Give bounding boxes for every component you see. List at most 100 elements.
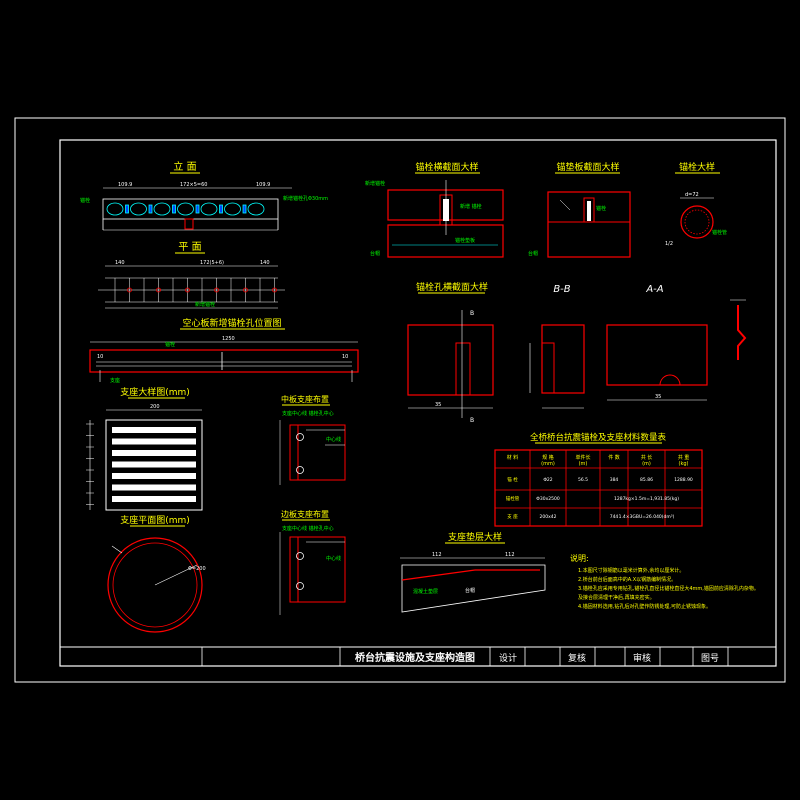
pier-top-title: 锚垫板截面大样 bbox=[556, 161, 619, 173]
joint-mark bbox=[172, 204, 176, 214]
slab-hole bbox=[106, 202, 124, 216]
elev-dim-total: 172×5=60 bbox=[180, 182, 207, 188]
audit-label: 审核 bbox=[633, 652, 651, 664]
plan-anchor bbox=[156, 287, 161, 293]
plan-anchor bbox=[127, 287, 132, 293]
note-line: 4.锚固材料选用,钻孔后对孔壁作防锈处理,可防止锈蚀现象。 bbox=[578, 603, 711, 610]
bearing-plan-title: 支座平面图(mm) bbox=[120, 514, 190, 526]
table-cell: 锚 栓 bbox=[507, 476, 518, 483]
pad-detail-title: 支座垫层大样 bbox=[448, 531, 502, 543]
section-aa: A-A 35 bbox=[606, 284, 747, 401]
plan-title: 平 面 bbox=[178, 242, 201, 253]
bearing-steel-plate bbox=[112, 450, 196, 456]
bearing-dia-label: Φ=200 bbox=[188, 566, 206, 572]
table-cell: 384 bbox=[610, 477, 619, 483]
anchor-hole-title: 锚栓孔横截面大样 bbox=[416, 281, 488, 293]
note-line: 3.锚栓孔应采用专用钻孔,锚栓孔直径比锚栓直径大4mm,锚固前应清除孔内杂物。 bbox=[578, 585, 759, 592]
notes: 说明: 1.本图尺寸除钢筋以毫米计算外,余均以厘米计。2.桥台前台后面高中的A.… bbox=[570, 553, 759, 610]
note-line: 2.桥台前台后面高中的A.X以钢筋编制情况。 bbox=[578, 576, 676, 583]
aa-dim: 35 bbox=[655, 394, 661, 400]
svg-text:新增 锚栓: 新增 锚栓 bbox=[460, 203, 482, 210]
plan-dim-right: 140 bbox=[260, 260, 270, 266]
anchor-hole-section: 锚栓孔横截面大样 B B 35 bbox=[407, 281, 494, 424]
slab-hole bbox=[177, 202, 194, 216]
hole-dim: 35 bbox=[435, 402, 441, 408]
section-bb: B-B bbox=[529, 284, 585, 409]
table-header-cell: (mm) bbox=[541, 461, 555, 467]
title-block: 桥台抗震设施及支座构造图 设计 复核 审核 图号 bbox=[60, 646, 776, 666]
table-header-cell: 材 料 bbox=[507, 454, 519, 461]
slab-hole bbox=[153, 202, 171, 216]
table-cell: 支 座 bbox=[507, 513, 518, 520]
bearing-steel-plate bbox=[112, 427, 196, 433]
table-cell: 锚栓管 bbox=[506, 495, 520, 502]
plan-anchor bbox=[214, 287, 219, 293]
joint-mark bbox=[195, 204, 200, 214]
bearing-steel-plate bbox=[112, 438, 196, 445]
table-header-cell: (kg) bbox=[679, 461, 689, 467]
middle-bearing-layout: 中板支座布置 支座中心线 锚栓孔中心 中心线 bbox=[279, 394, 346, 485]
elev-dim-right: 109.9 bbox=[256, 182, 270, 188]
table-cell: 200x42 bbox=[540, 514, 557, 520]
plan-anchor bbox=[243, 287, 248, 293]
svg-text:d=72: d=72 bbox=[685, 192, 699, 198]
table-cell: 56.5 bbox=[578, 477, 588, 483]
svg-text:锚栓垫板: 锚栓垫板 bbox=[455, 237, 475, 244]
table-cell: Φ30x2500 bbox=[536, 496, 560, 502]
table-cell: 744 bbox=[610, 514, 619, 520]
elevation-title: 立 面 bbox=[173, 160, 196, 173]
svg-text:台帽: 台帽 bbox=[370, 250, 380, 257]
hollow-slab-layout: 空心板新增锚栓孔位置图 1250 10 10 锚栓 支座 bbox=[89, 317, 359, 384]
outer-border bbox=[14, 117, 786, 683]
svg-text:B: B bbox=[470, 310, 474, 317]
inner-frame bbox=[59, 139, 777, 667]
svg-text:1/2: 1/2 bbox=[665, 241, 673, 247]
bearing-steel-plate bbox=[112, 484, 196, 491]
joint-mark bbox=[148, 204, 153, 214]
table-header-cell: 共 重 bbox=[678, 454, 690, 461]
section-bb-title: B-B bbox=[553, 284, 570, 295]
joint-mark bbox=[125, 204, 129, 214]
svg-text:混凝土垫层: 混凝土垫层 bbox=[413, 588, 438, 595]
anchor-detail-title: 锚栓大样 bbox=[679, 161, 715, 173]
svg-text:台帽: 台帽 bbox=[528, 250, 538, 257]
design-label: 设计 bbox=[499, 652, 517, 664]
table-cell: 85.86 bbox=[640, 477, 653, 483]
svg-text:锚栓: 锚栓 bbox=[596, 205, 606, 212]
table-cell: 1.4×3GBU=26.040(dm³) bbox=[619, 514, 675, 520]
slab-hole bbox=[130, 202, 147, 216]
svg-text:支座: 支座 bbox=[110, 377, 120, 384]
pier-top-section: 锚垫板截面大样 台帽 锚栓 bbox=[528, 161, 631, 258]
note-line: 及接合层清理干净后,再填充密实。 bbox=[578, 594, 655, 601]
table-cell: 1288.90 bbox=[674, 477, 693, 483]
table-header-cell: 共 长 bbox=[641, 454, 653, 461]
note-line: 1.本图尺寸除钢筋以毫米计算外,余均以厘米计。 bbox=[578, 567, 684, 574]
svg-text:锚栓: 锚栓 bbox=[80, 197, 90, 204]
svg-text:中心线: 中心线 bbox=[326, 436, 341, 443]
slab-hole bbox=[200, 202, 218, 216]
table-cell: Φ22 bbox=[543, 477, 552, 483]
svg-text:中心线: 中心线 bbox=[326, 555, 341, 562]
review-label: 复核 bbox=[568, 652, 586, 664]
material-table: 全桥桥台抗震锚栓及支座材料数量表 材 料规 格(mm)单件长(m)件 数共 长(… bbox=[494, 432, 703, 527]
bearing-plan: 支座平面图(mm) Φ=200 bbox=[107, 514, 206, 633]
table-header-cell: 单件长 bbox=[575, 454, 590, 461]
svg-text:支座中心线 锚栓孔中心: 支座中心线 锚栓孔中心 bbox=[282, 525, 334, 532]
slab-layout-title: 空心板新增锚栓孔位置图 bbox=[182, 317, 281, 329]
svg-text:新增锚栓: 新增锚栓 bbox=[365, 180, 385, 187]
svg-text:新增锚栓孔Φ30mm: 新增锚栓孔Φ30mm bbox=[283, 195, 328, 202]
plan-dim-left: 140 bbox=[115, 260, 125, 266]
anchor-detail: 锚栓大样 d=72 锚栓管 1/2 bbox=[665, 161, 727, 247]
joint-section-title: 锚栓横截面大样 bbox=[415, 161, 478, 173]
joint-mark bbox=[219, 204, 223, 214]
elevation-view: 立 面 109.9 172×5=60 109.9 锚栓 新增锚栓孔Φ30mm bbox=[80, 160, 328, 231]
bearing-detail: 支座大样图(mm) 200 bbox=[86, 386, 203, 511]
slab-dim-right: 10 bbox=[342, 354, 348, 360]
bearing-steel-plate bbox=[112, 496, 196, 502]
table-cell: 1287kg×1.5m=1,931.85(kg) bbox=[614, 496, 679, 502]
svg-text:锚栓管: 锚栓管 bbox=[712, 229, 727, 236]
bearing-steel-plate bbox=[112, 473, 196, 479]
svg-text:锚栓: 锚栓 bbox=[165, 341, 175, 348]
table-header-cell: (m) bbox=[579, 461, 588, 467]
